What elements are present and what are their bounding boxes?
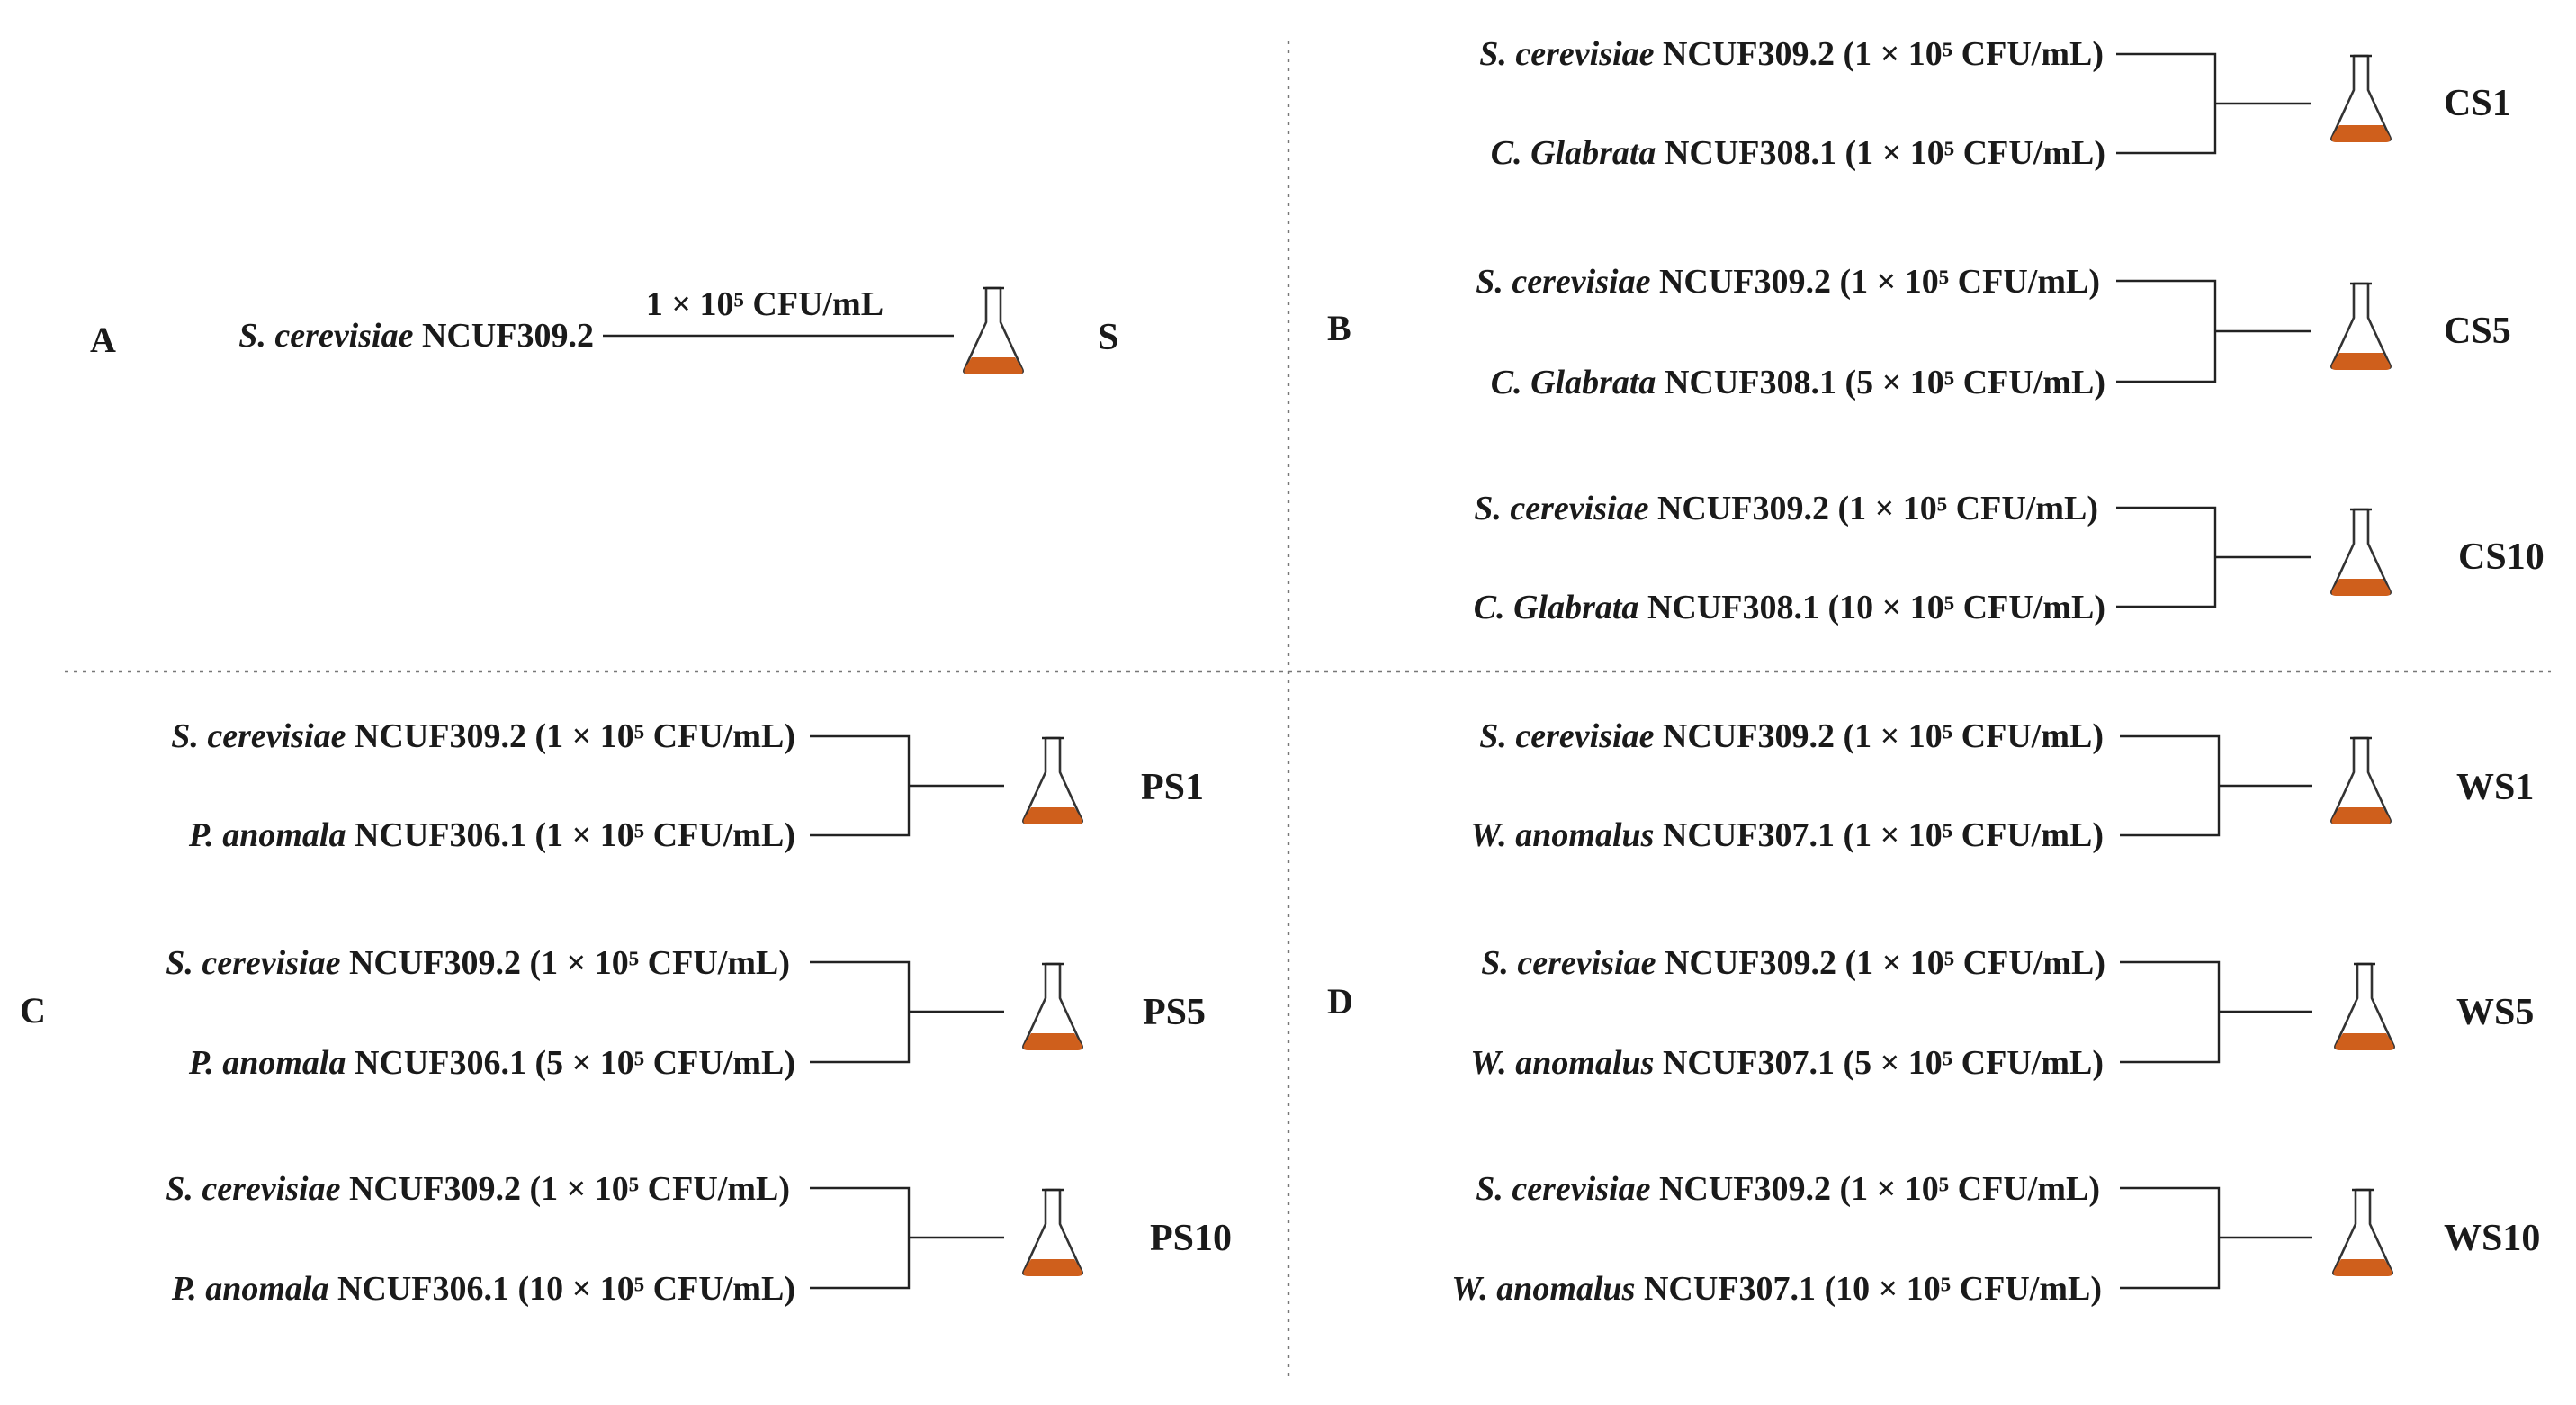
strain-label-secondary: W. anomalus NCUF307.1 (10 × 10⁵ CFU/mL)	[1451, 1270, 2102, 1308]
result-code: CS5	[2444, 311, 2511, 352]
coculture-row-cs10: S. cerevisiae NCUF309.2 (1 × 10⁵ CFU/mL)…	[1474, 490, 2545, 626]
coculture-row-cs5: S. cerevisiae NCUF309.2 (1 × 10⁵ CFU/mL)…	[1476, 263, 2510, 401]
strain-label-primary: S. cerevisiae NCUF309.2 (1 × 10⁵ CFU/mL)	[166, 1170, 790, 1208]
strain-label-primary: S. cerevisiae NCUF309.2 (1 × 10⁵ CFU/mL)	[1479, 35, 2104, 73]
mixing-bracket	[2120, 734, 2312, 837]
coculture-row-ps10: S. cerevisiae NCUF309.2 (1 × 10⁵ CFU/mL)…	[166, 1170, 1232, 1308]
flask-icon	[2330, 282, 2392, 370]
strain-label-primary: S. cerevisiae NCUF309.2 (1 × 10⁵ CFU/mL)	[1481, 944, 2105, 982]
strain-label-secondary: C. Glabrata NCUF308.1 (10 × 10⁵ CFU/mL)	[1474, 589, 2105, 626]
flask-icon	[963, 286, 1024, 374]
panel-d: D S. cerevisiae NCUF309.2 (1 × 10⁵ CFU/m…	[1327, 717, 2540, 1308]
result-code: S	[1098, 317, 1118, 358]
mixing-bracket	[810, 960, 1004, 1064]
strain-label-primary: S. cerevisiae NCUF309.2 (1 × 10⁵ CFU/mL)	[171, 717, 795, 755]
flask-icon	[2332, 1188, 2393, 1276]
panel-a-dose-label: 1 × 10⁵ CFU/mL	[646, 285, 884, 323]
flask-icon	[2330, 736, 2392, 824]
flask-icon	[1022, 1188, 1083, 1276]
flask-icon	[2330, 508, 2392, 596]
result-code: PS1	[1141, 767, 1204, 808]
mixing-bracket	[810, 1186, 1004, 1290]
panel-label-c: C	[20, 990, 46, 1031]
mixing-bracket	[2116, 279, 2311, 383]
strain-label-primary: S. cerevisiae NCUF309.2 (1 × 10⁵ CFU/mL)	[1476, 263, 2100, 301]
mixing-bracket	[2120, 1186, 2312, 1290]
mixing-bracket	[2116, 52, 2311, 155]
mixing-bracket	[2120, 960, 2312, 1064]
panel-a-strain: S. cerevisiae NCUF309.2	[238, 317, 594, 355]
strain-label-secondary: P. anomala NCUF306.1 (5 × 10⁵ CFU/mL)	[188, 1044, 795, 1082]
panel-label-d: D	[1327, 981, 1353, 1022]
result-code: WS5	[2456, 992, 2534, 1033]
strain-label-primary: S. cerevisiae NCUF309.2 (1 × 10⁵ CFU/mL)	[1479, 717, 2104, 755]
panel-b: B S. cerevisiae NCUF309.2 (1 × 10⁵ CFU/m…	[1327, 35, 2545, 626]
strain-label-secondary: C. Glabrata NCUF308.1 (5 × 10⁵ CFU/mL)	[1491, 364, 2105, 401]
species-name: S. cerevisiae	[238, 317, 413, 355]
panel-c: C S. cerevisiae NCUF309.2 (1 × 10⁵ CFU/m…	[20, 717, 1232, 1308]
coculture-row-ws1: S. cerevisiae NCUF309.2 (1 × 10⁵ CFU/mL)…	[1470, 717, 2534, 854]
flask-icon	[2334, 962, 2395, 1050]
result-code: PS10	[1150, 1218, 1232, 1259]
panel-a: A S. cerevisiae NCUF309.2 1 × 10⁵ CFU/mL…	[90, 285, 1118, 374]
mixing-bracket	[810, 734, 1004, 837]
strain-label-secondary: W. anomalus NCUF307.1 (1 × 10⁵ CFU/mL)	[1470, 816, 2104, 854]
coculture-row-ws5: S. cerevisiae NCUF309.2 (1 × 10⁵ CFU/mL)…	[1470, 944, 2534, 1082]
coculture-row-ps5: S. cerevisiae NCUF309.2 (1 × 10⁵ CFU/mL)…	[166, 944, 1206, 1082]
strain-label-primary: S. cerevisiae NCUF309.2 (1 × 10⁵ CFU/mL)	[1474, 490, 2098, 527]
strain-label-secondary: C. Glabrata NCUF308.1 (1 × 10⁵ CFU/mL)	[1491, 134, 2105, 172]
strain-label-secondary: P. anomala NCUF306.1 (1 × 10⁵ CFU/mL)	[188, 816, 795, 854]
flask-icon	[1022, 736, 1083, 824]
coculture-row-ps1: S. cerevisiae NCUF309.2 (1 × 10⁵ CFU/mL)…	[171, 717, 1204, 854]
panel-label-b: B	[1327, 308, 1351, 348]
flask-icon	[2330, 54, 2392, 142]
strain-label-primary: S. cerevisiae NCUF309.2 (1 × 10⁵ CFU/mL)	[166, 944, 790, 982]
result-code: WS1	[2456, 767, 2534, 808]
result-code: CS1	[2444, 83, 2511, 124]
coculture-row-cs1: S. cerevisiae NCUF309.2 (1 × 10⁵ CFU/mL)…	[1479, 35, 2510, 172]
strain-label-secondary: P. anomala NCUF306.1 (10 × 10⁵ CFU/mL)	[171, 1270, 795, 1308]
coculture-row-ws10: S. cerevisiae NCUF309.2 (1 × 10⁵ CFU/mL)…	[1451, 1170, 2540, 1308]
result-code: WS10	[2444, 1218, 2540, 1259]
strain-label-secondary: W. anomalus NCUF307.1 (5 × 10⁵ CFU/mL)	[1470, 1044, 2104, 1082]
result-code: CS10	[2458, 536, 2545, 578]
result-code: PS5	[1143, 992, 1206, 1033]
flask-icon	[1022, 962, 1083, 1050]
strain-id: NCUF309.2	[422, 317, 594, 355]
strain-label-primary: S. cerevisiae NCUF309.2 (1 × 10⁵ CFU/mL)	[1476, 1170, 2100, 1208]
mixing-bracket	[2116, 506, 2311, 608]
panel-label-a: A	[90, 320, 116, 360]
